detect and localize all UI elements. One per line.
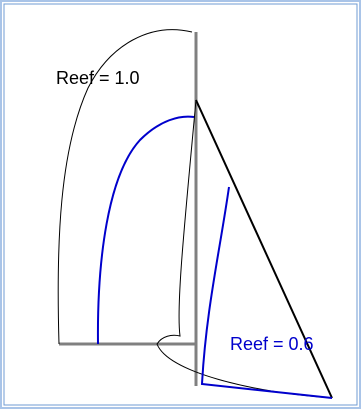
jib-full-outline <box>156 99 333 399</box>
panel-frame-inner <box>3 3 358 406</box>
label-partial-reef: Reef = 0.6 <box>230 334 314 354</box>
jib-forestay <box>195 99 333 399</box>
label-full-reef: Reef = 1.0 <box>56 68 140 88</box>
jib-reefed-outline <box>200 186 333 399</box>
mainsail-reefed-outline <box>96 115 195 345</box>
mainsail-full-outline <box>57 29 193 345</box>
